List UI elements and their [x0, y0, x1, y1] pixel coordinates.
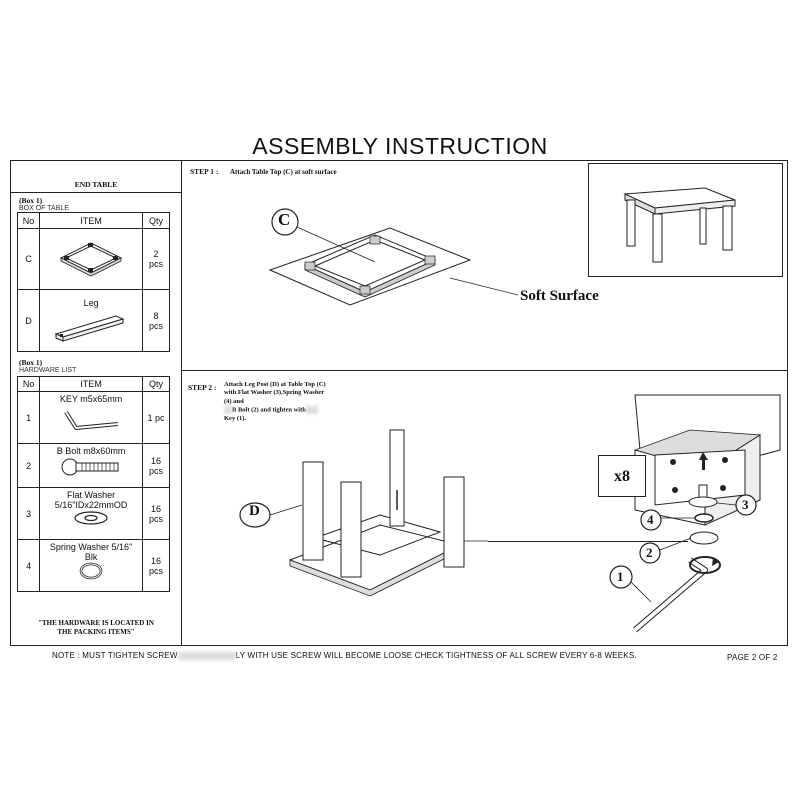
footer-note: NOTE : MUST TIGHTEN SCREW LY WITH USE SCR… — [52, 651, 637, 660]
row-item: B Bolt m8x60mm — [39, 443, 143, 488]
step2-detail-view — [609, 394, 781, 633]
flat-washer-icon — [74, 511, 108, 525]
col-header-no: No — [16, 376, 41, 392]
row-no: 1 — [16, 391, 41, 444]
row-no: 2 — [16, 443, 41, 488]
step2-label: STEP 2 : — [188, 383, 217, 392]
row-no: 3 — [16, 487, 41, 540]
table-row: 1 KEY m5x65mm 1 pc — [16, 391, 171, 444]
soft-surface-label: Soft Surface — [520, 288, 599, 304]
step1-illustration — [268, 208, 519, 306]
hardware-table: No ITEM Qty 1 KEY m5x65mm 1 pc 2 B Bolt … — [16, 376, 171, 592]
callout-2: 2 — [646, 545, 653, 560]
row-no: 4 — [16, 539, 41, 592]
step2-text-line2: with Flat Washer (3),Spring Washer — [224, 389, 325, 397]
row-item-label: Leg — [83, 297, 99, 308]
row-item-label: B Bolt m8x60mm — [56, 446, 126, 456]
col-header-qty: Qty — [142, 212, 170, 229]
step2-illustration — [239, 429, 488, 597]
hex-key-icon — [64, 410, 119, 430]
row-item-image — [39, 228, 144, 290]
row-item-spec: Blk — [84, 552, 98, 562]
step2-callout-d: D — [249, 503, 260, 519]
box2-subtitle: HARDWARE LIST — [19, 367, 77, 374]
row-item: Spring Washer 5/16" Blk — [39, 539, 143, 592]
callout-3: 3 — [742, 497, 749, 512]
box2-title: (Box 1) — [19, 358, 43, 367]
spring-washer-icon — [79, 562, 103, 580]
row-item-spec: 5/16"IDx22mmOD — [54, 500, 128, 510]
box1-subtitle: BOX OF TABLE — [19, 205, 69, 212]
step-divider — [182, 370, 788, 371]
page-title: ASSEMBLY INSTRUCTION — [252, 133, 548, 159]
parts-column — [10, 160, 182, 646]
row-item: KEY m5x65mm — [39, 391, 143, 444]
row-item: Leg — [39, 289, 144, 352]
page-number: PAGE 2 OF 2 — [727, 653, 778, 662]
bolt-icon — [61, 458, 119, 476]
instruction-frame — [10, 160, 788, 646]
step2-text-line5: Key (1). — [224, 414, 247, 422]
footer-note-suffix: LY WITH USE SCREW WILL BECOME LOOSE CHEC… — [235, 651, 637, 660]
detail-connector — [488, 541, 688, 542]
multiplier-badge: x8 — [598, 455, 646, 497]
col-header-item: ITEM — [39, 376, 143, 392]
row-qty: 1 pc — [141, 391, 171, 444]
row-no: C — [16, 228, 41, 290]
hardware-note: "THE HARDWARE IS LOCATED IN THE PACKING … — [10, 619, 182, 637]
col-header-qty: Qty — [141, 376, 171, 392]
row-item-label: KEY m5x65mm — [59, 394, 123, 404]
product-heading: END TABLE — [74, 180, 118, 189]
callout-4: 4 — [647, 512, 654, 527]
step2-text: Attach Leg Post (D) at Table Top (C) wit… — [224, 381, 326, 423]
row-item-label: Spring Washer 5/16" — [49, 542, 133, 552]
col-header-no: No — [16, 212, 41, 229]
finished-table-inset — [588, 163, 783, 277]
hardware-note-line2: THE PACKING ITEMS" — [57, 628, 135, 636]
leg-icon — [54, 314, 125, 342]
footer-note-prefix: NOTE : MUST TIGHTEN SCREW — [52, 651, 178, 660]
step2-text-line3: (4) and — [224, 397, 244, 405]
step1-text: Attach Table Top (C) at soft surface — [230, 168, 337, 176]
table-top-icon — [59, 242, 123, 277]
row-item-label: Flat Washer — [66, 490, 116, 500]
row-no: D — [16, 289, 41, 352]
row-item: Flat Washer 5/16"IDx22mmOD — [39, 487, 143, 540]
col-header-item: ITEM — [39, 212, 144, 229]
box1-title: (Box 1) — [19, 196, 43, 205]
callout-1: 1 — [617, 569, 624, 584]
hardware-note-line1: "THE HARDWARE IS LOCATED IN — [38, 619, 154, 627]
step1-label: STEP 1 : — [190, 167, 219, 176]
header-divider — [10, 192, 182, 193]
finished-table-icon — [623, 187, 736, 263]
step2-text-line4: B Bolt (2) and tighten with — [224, 405, 326, 415]
step2-text-line1: Attach Leg Post (D) at Table Top (C) — [224, 381, 326, 388]
step1-callout-c: C — [278, 210, 291, 229]
